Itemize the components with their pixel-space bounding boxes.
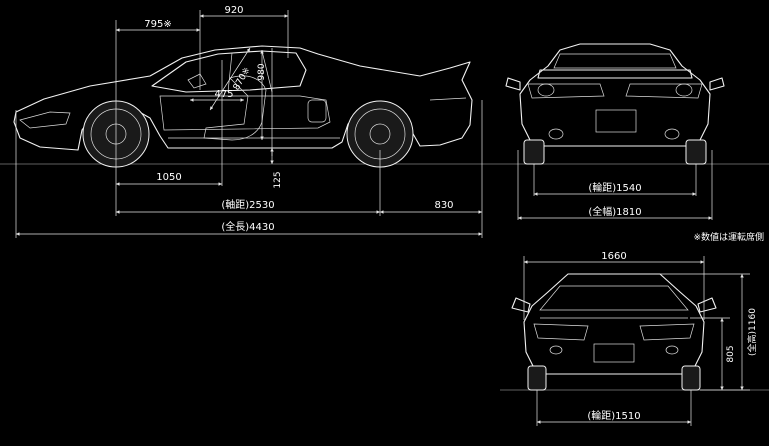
rear-exhaust-left — [548, 128, 564, 140]
dim-805: 805 — [726, 345, 736, 362]
dim-125: 125 — [273, 171, 283, 188]
rear-mirror-right — [709, 77, 725, 91]
front-view: 1660 (全高)1160 805 (輪距)1510 — [500, 251, 769, 426]
side-door — [159, 95, 331, 131]
side-seat — [203, 75, 267, 141]
dim-rear-tread: (輪距)1540 — [588, 181, 641, 194]
dim-870: 870※ — [232, 66, 253, 92]
front-tire-left — [527, 365, 547, 391]
side-air-intake — [307, 99, 327, 123]
rear-taillight-left — [527, 83, 605, 99]
note-driver-side: ※数値は運転席側 — [693, 231, 764, 243]
rear-tire-left — [523, 139, 545, 165]
rear-body-outline — [519, 43, 711, 147]
front-mirror-right — [697, 297, 717, 313]
dim-830: 830 — [434, 200, 453, 211]
front-license-plate — [593, 343, 635, 363]
dim-980: 980 — [257, 63, 267, 80]
rear-taillight-right — [625, 83, 703, 99]
front-windshield — [539, 285, 689, 311]
rear-view: (輪距)1540 (全幅)1810 ※数値は運転席側 — [500, 43, 769, 243]
rear-window — [553, 53, 677, 69]
dim-920: 920 — [224, 5, 243, 16]
dim-795: 795※ — [144, 19, 171, 30]
rear-exhaust-right — [664, 128, 680, 140]
dim-475: 475 — [214, 89, 233, 100]
front-body-outline — [523, 273, 705, 375]
front-headlight-left — [533, 323, 589, 341]
dim-overall-height: (全高)1160 — [746, 308, 758, 356]
dim-overall-width: (全幅)1810 — [588, 205, 641, 218]
rear-mirror-left — [505, 77, 521, 91]
side-view: 920 795※ 870※ 980 475 125 1050 (軸距)2530 … — [0, 5, 500, 238]
front-tire-right — [681, 365, 701, 391]
dim-1660: 1660 — [601, 251, 626, 262]
front-headlight-right — [639, 323, 695, 341]
rear-tire-right — [685, 139, 707, 165]
dim-wheelbase: (軸距)2530 — [221, 198, 274, 211]
dim-front-tread: (輪距)1510 — [587, 409, 640, 422]
dim-1050: 1050 — [156, 172, 181, 183]
front-mirror-left — [511, 297, 531, 313]
dim-overall-length: (全長)4430 — [221, 220, 274, 233]
rear-spoiler — [537, 69, 693, 79]
side-headlight — [19, 111, 71, 129]
side-mirror — [187, 73, 207, 89]
rear-license-plate — [595, 109, 637, 133]
side-window — [151, 50, 307, 93]
